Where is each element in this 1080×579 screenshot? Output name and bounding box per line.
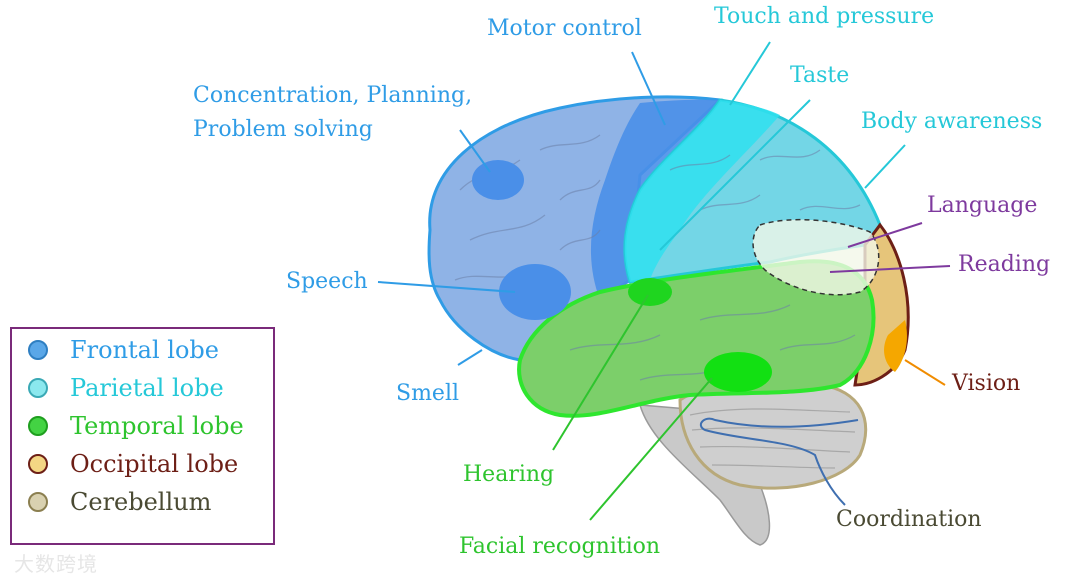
legend-item-cerebellum: Cerebellum xyxy=(28,486,211,518)
speech-area xyxy=(499,264,571,320)
label-body-awareness: Body awareness xyxy=(861,109,1043,134)
label-concentration: Concentration, Planning, Problem solving xyxy=(193,83,473,142)
legend-label: Parietal lobe xyxy=(70,374,224,402)
leader-coordination xyxy=(699,417,859,506)
label-vision: Vision xyxy=(952,371,1021,396)
label-smell: Smell xyxy=(396,381,460,406)
facial-recognition-area xyxy=(704,352,772,392)
label-coordination: Coordination xyxy=(836,507,982,532)
leader-motor xyxy=(631,51,666,126)
legend-item-parietal: Parietal lobe xyxy=(28,372,224,404)
leader-taste xyxy=(659,99,811,251)
label-touch-pressure: Touch and pressure xyxy=(714,4,935,29)
watermark-text: 大数跨境 xyxy=(14,552,98,576)
legend-box: Frontal lobe Parietal lobe Temporal lobe… xyxy=(10,327,275,545)
leader-vision xyxy=(904,359,946,386)
label-speech: Speech xyxy=(286,269,368,294)
legend-item-temporal: Temporal lobe xyxy=(28,410,244,442)
label-facial-recognition: Facial recognition xyxy=(459,534,661,559)
temporal-lobe-region xyxy=(517,259,876,418)
parietal-dot-icon xyxy=(28,378,48,398)
legend-label: Occipital lobe xyxy=(70,450,239,478)
frontal-dot-icon xyxy=(28,340,48,360)
leader-hearing xyxy=(552,294,649,451)
leader-reading xyxy=(829,265,951,273)
leader-smell xyxy=(457,349,483,366)
leader-body xyxy=(864,144,906,189)
label-hearing: Hearing xyxy=(463,462,555,487)
occipital-dot-icon xyxy=(28,454,48,474)
label-taste: Taste xyxy=(790,63,850,88)
label-motor-control: Motor control xyxy=(487,16,642,41)
smell-area xyxy=(628,278,672,306)
legend-label: Temporal lobe xyxy=(70,412,244,440)
legend-label: Cerebellum xyxy=(70,488,212,516)
language-reading-area xyxy=(752,218,880,296)
legend-item-occipital: Occipital lobe xyxy=(28,448,238,480)
motor-strip xyxy=(590,99,720,300)
cerebellum-dot-icon xyxy=(28,492,48,512)
sensory-strip xyxy=(624,100,780,282)
legend-label: Frontal lobe xyxy=(70,336,219,364)
temporal-dot-icon xyxy=(28,416,48,436)
leader-concentration xyxy=(459,129,491,173)
legend-item-frontal: Frontal lobe xyxy=(28,334,219,366)
cerebellum-folds xyxy=(689,408,856,469)
leader-facial xyxy=(589,377,713,521)
leader-speech xyxy=(377,281,516,293)
leader-language xyxy=(847,222,923,248)
leader-touch xyxy=(729,41,771,106)
label-language: Language xyxy=(927,193,1038,218)
label-reading: Reading xyxy=(958,252,1051,277)
vision-area xyxy=(884,320,907,372)
concentration-area xyxy=(472,160,524,200)
